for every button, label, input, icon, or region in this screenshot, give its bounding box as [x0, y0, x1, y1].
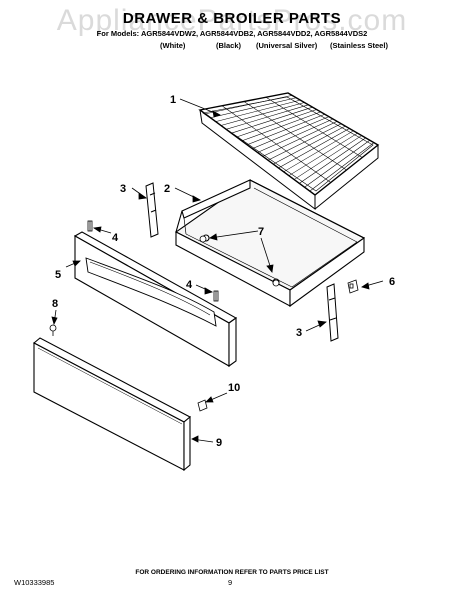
clip-part — [347, 279, 359, 294]
callout-6: 6 — [389, 276, 395, 288]
variant-stainless-steel: (Stainless Steel) — [330, 41, 388, 50]
rack-crossbar — [243, 101, 347, 171]
callout-2: 2 — [164, 183, 170, 195]
variant-black: (Black) — [216, 41, 242, 50]
callout-3-right: 3 — [296, 327, 302, 339]
callout-8: 8 — [52, 298, 58, 310]
screw-left — [87, 220, 93, 232]
screw-broiler — [49, 324, 57, 336]
oven-rack — [198, 92, 380, 211]
glide-right — [272, 279, 280, 287]
variant-white: (White) — [160, 41, 186, 50]
broiler-panel — [33, 337, 191, 472]
page-title: DRAWER & BROILER PARTS — [122, 10, 342, 27]
drawer-slide-left — [145, 182, 159, 238]
drawer-body — [174, 179, 366, 308]
callout-4-right: 4 — [186, 279, 193, 291]
models-line: For Models: AGR5844VDW2, AGR5844VDB2, AG… — [96, 29, 368, 38]
callout-9: 9 — [216, 437, 222, 449]
broiler-clip — [197, 399, 208, 412]
leader-lines — [51, 98, 384, 443]
rack-crossbar — [265, 97, 363, 158]
variant-universal-silver: (Universal Silver) — [256, 41, 318, 50]
drawer-front-panel — [73, 231, 238, 368]
glide-left — [199, 235, 207, 243]
page-number: 9 — [228, 578, 233, 587]
callout-4-left: 4 — [112, 232, 119, 244]
callout-1: 1 — [170, 94, 176, 106]
drawer-slide-right — [326, 283, 339, 342]
callout-10: 10 — [228, 382, 240, 394]
callout-3-left: 3 — [120, 183, 126, 195]
callout-7: 7 — [258, 226, 264, 238]
rack-crossbar — [221, 105, 331, 183]
footer-note: FOR ORDERING INFORMATION REFER TO PARTS … — [135, 569, 329, 576]
document-id: W10333985 — [14, 578, 55, 587]
callout-5: 5 — [55, 269, 61, 281]
screw-right — [213, 290, 219, 302]
